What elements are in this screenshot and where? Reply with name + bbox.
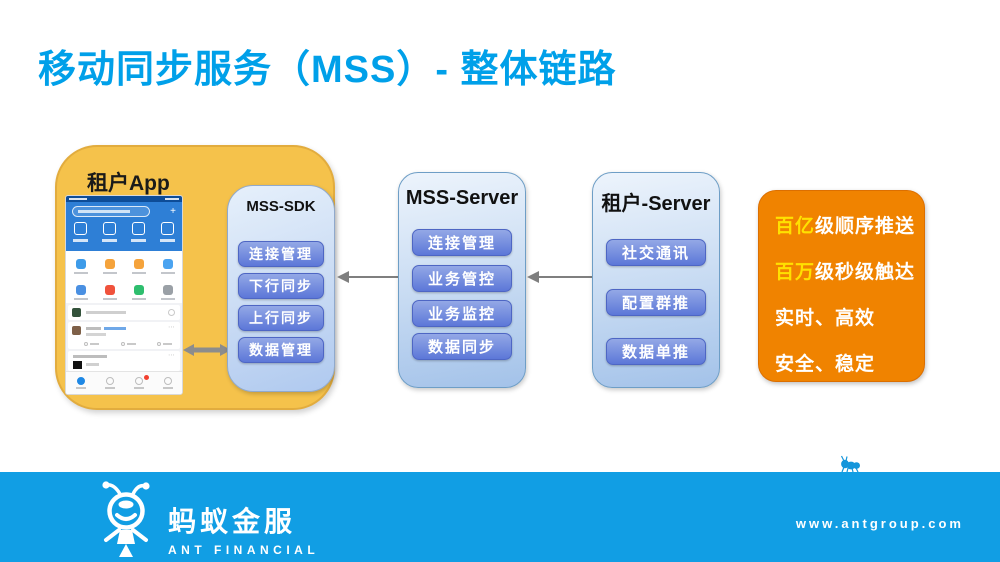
mss-server-item-connection-mgmt: 连接管理: [412, 229, 512, 256]
mss-sdk-box: MSS-SDK 连接管理 下行同步 上行同步 数据管理: [227, 185, 335, 392]
quick-action-icon: [129, 222, 149, 242]
arrow-tenantserver-to-mssserver: [527, 271, 593, 283]
phone-tab-bar: [66, 371, 182, 394]
quick-action-icon: [100, 222, 120, 242]
highlight-line: 百亿级顺序推送: [775, 216, 916, 237]
phone-mockup: + ⋯: [65, 195, 183, 395]
brand-name-cn: 蚂蚁金服: [168, 506, 297, 537]
mss-server-box: MSS-Server 连接管理 业务管控 业务监控 数据同步: [398, 172, 526, 388]
highlight-line: 百万级秒级触达: [775, 262, 916, 283]
brand-name-en: ANT FINANCIAL: [168, 543, 320, 557]
footer-brand: 蚂蚁金服 ANT FINANCIAL: [168, 500, 319, 557]
phone-status-bar: [66, 196, 182, 202]
phone-quick-actions: [66, 222, 182, 242]
tab-home-icon: [72, 377, 90, 389]
mss-server-item-business-control: 业务管控: [412, 265, 512, 292]
highlights-panel: 百亿级顺序推送 百万级秒级触达 实时、高效 安全、稳定: [758, 190, 925, 382]
tenant-app-label: 租户App: [87, 172, 170, 195]
highlight-line: 安全、稳定: [775, 354, 876, 375]
app-grid-icon: [95, 277, 124, 303]
footer-url: www.antgroup.com: [795, 516, 964, 531]
ant-mascot-icon: [102, 481, 150, 557]
app-grid-icon: [66, 251, 95, 277]
tenant-server-item-social-comm: 社交通讯: [606, 239, 706, 266]
phone-sdk-double-arrow: [183, 344, 231, 356]
quick-action-icon: [71, 222, 91, 242]
tenant-server-item-data-single-push: 数据单推: [606, 338, 706, 365]
sdk-item-downlink-sync: 下行同步: [238, 273, 324, 299]
feed-card: ⋯: [68, 351, 180, 371]
mss-server-title: MSS-Server: [405, 187, 519, 209]
mss-sdk-title: MSS-SDK: [246, 198, 316, 215]
app-grid-icon: [66, 277, 95, 303]
tab-icon-with-badge: [130, 375, 149, 389]
phone-app-grid: [66, 251, 182, 303]
footer-bar: 蚂蚁金服 ANT FINANCIAL www.antgroup.com: [0, 472, 1000, 562]
small-ant-silhouette-icon: [840, 455, 860, 473]
app-grid-icon: [95, 251, 124, 277]
tenant-server-box: 租户-Server 社交通讯 配置群推 数据单推: [592, 172, 720, 388]
tenant-server-item-config-group-push: 配置群推: [606, 289, 706, 316]
page-title: 移动同步服务（MSS）- 整体链路: [38, 49, 617, 91]
feed-card: [68, 305, 180, 320]
tenant-server-title: 租户-Server: [601, 193, 711, 215]
mss-server-item-business-monitor: 业务监控: [412, 300, 512, 327]
app-grid-icon: [124, 251, 153, 277]
phone-header: +: [66, 202, 182, 251]
quick-action-icon: [158, 222, 178, 242]
tenant-app-panel: 租户App +: [55, 145, 335, 410]
app-grid-icon: [153, 277, 182, 303]
phone-search-bar: [72, 206, 150, 217]
phone-add-icon: +: [170, 206, 178, 217]
highlight-line: 实时、高效: [775, 308, 876, 329]
tab-profile-icon: [159, 377, 177, 389]
app-grid-icon: [124, 277, 153, 303]
tab-icon: [101, 377, 119, 389]
sdk-item-data-mgmt: 数据管理: [238, 337, 324, 363]
phone-feed: ⋯ ⋯: [66, 303, 182, 373]
mss-server-item-data-sync: 数据同步: [412, 333, 512, 360]
feed-card: ⋯: [68, 322, 180, 349]
sdk-item-uplink-sync: 上行同步: [238, 305, 324, 331]
sdk-item-connection-mgmt: 连接管理: [238, 241, 324, 267]
arrow-mssserver-to-app: [337, 271, 399, 283]
app-grid-icon: [153, 251, 182, 277]
